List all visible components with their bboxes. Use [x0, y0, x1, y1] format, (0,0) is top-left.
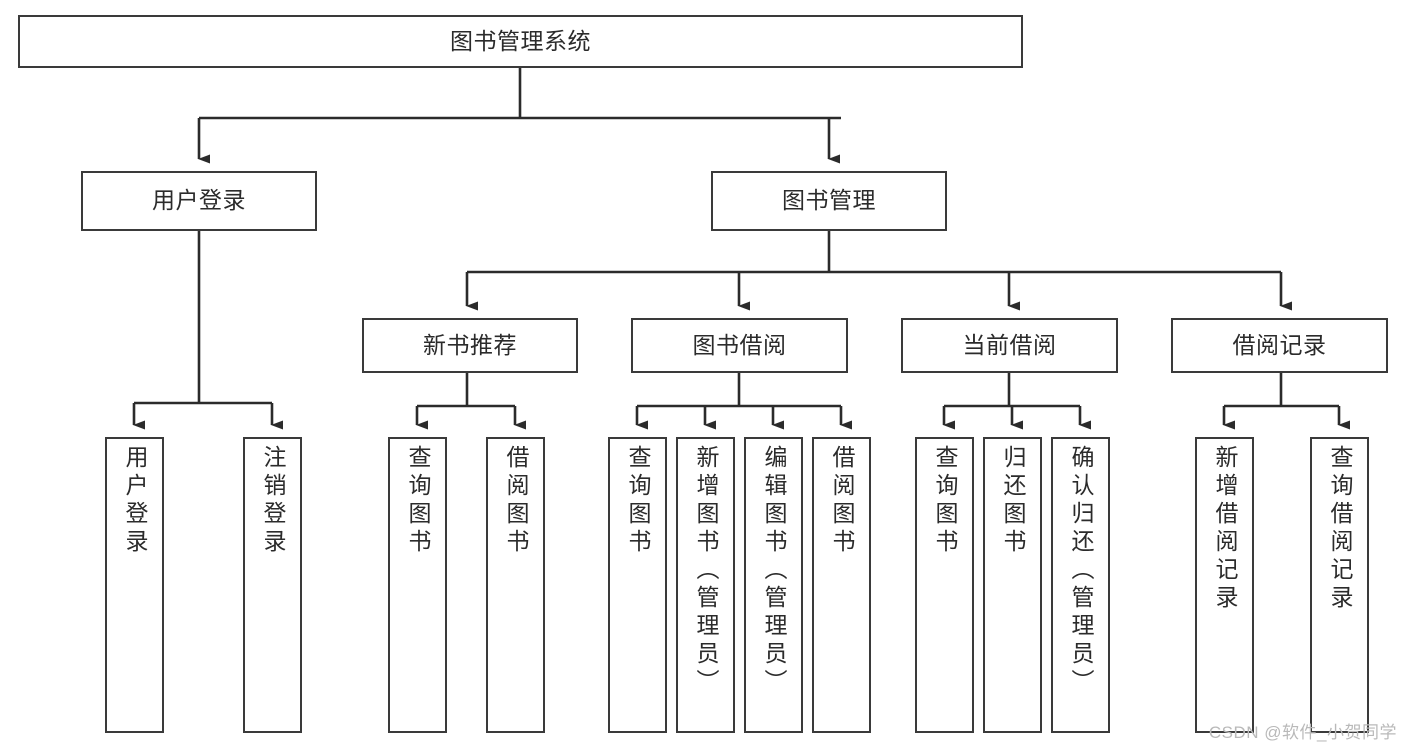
node-leaf-book-borrow-4[interactable]: 借阅图书 — [812, 437, 871, 733]
node-book-borrow[interactable]: 图书借阅 — [631, 318, 848, 373]
node-book-borrow-label: 图书借阅 — [692, 331, 787, 358]
node-leaf-new-book-1-label: 查询图书 — [405, 445, 431, 557]
node-user-login-label: 用户登录 — [152, 187, 246, 214]
node-user-login[interactable]: 用户登录 — [81, 171, 317, 231]
node-leaf-book-borrow-2-label: 新增图书（管理员） — [693, 445, 719, 697]
node-leaf-current-borrow-2-label: 归还图书 — [1000, 445, 1026, 557]
node-leaf-borrow-record-1-label: 新增借阅记录 — [1212, 445, 1238, 613]
node-borrow-record[interactable]: 借阅记录 — [1171, 318, 1388, 373]
node-leaf-book-borrow-4-label: 借阅图书 — [829, 445, 855, 557]
node-leaf-book-borrow-2[interactable]: 新增图书（管理员） — [676, 437, 735, 733]
node-leaf-book-borrow-3-label: 编辑图书（管理员） — [761, 445, 787, 697]
node-book-manage-label: 图书管理 — [782, 187, 876, 214]
node-leaf-new-book-1[interactable]: 查询图书 — [388, 437, 447, 733]
node-root-system-label: 图书管理系统 — [450, 27, 591, 54]
node-leaf-current-borrow-2[interactable]: 归还图书 — [983, 437, 1042, 733]
node-leaf-book-borrow-1-label: 查询图书 — [625, 445, 651, 557]
node-leaf-user-login-1[interactable]: 用户登录 — [105, 437, 164, 733]
csdn-watermark: CSDN @软件_小贺同学 — [1208, 723, 1397, 742]
node-leaf-current-borrow-1-label: 查询图书 — [932, 445, 958, 557]
node-leaf-user-login-2-label: 注销登录 — [260, 445, 286, 557]
node-current-borrow[interactable]: 当前借阅 — [901, 318, 1118, 373]
node-book-manage[interactable]: 图书管理 — [711, 171, 947, 231]
node-leaf-book-borrow-1[interactable]: 查询图书 — [608, 437, 667, 733]
node-leaf-current-borrow-3[interactable]: 确认归还（管理员） — [1051, 437, 1110, 733]
node-leaf-new-book-2[interactable]: 借阅图书 — [486, 437, 545, 733]
node-leaf-borrow-record-1[interactable]: 新增借阅记录 — [1195, 437, 1254, 733]
node-leaf-user-login-1-label: 用户登录 — [122, 445, 148, 557]
node-current-borrow-label: 当前借阅 — [962, 331, 1057, 358]
node-leaf-current-borrow-1[interactable]: 查询图书 — [915, 437, 974, 733]
node-leaf-borrow-record-2[interactable]: 查询借阅记录 — [1310, 437, 1369, 733]
node-new-book-recommend-label: 新书推荐 — [423, 331, 517, 358]
node-root-system[interactable]: 图书管理系统 — [18, 15, 1023, 68]
node-borrow-record-label: 借阅记录 — [1232, 331, 1327, 358]
node-leaf-book-borrow-3[interactable]: 编辑图书（管理员） — [744, 437, 803, 733]
node-leaf-new-book-2-label: 借阅图书 — [503, 445, 529, 557]
node-leaf-current-borrow-3-label: 确认归还（管理员） — [1068, 445, 1094, 697]
node-new-book-recommend[interactable]: 新书推荐 — [362, 318, 578, 373]
node-leaf-user-login-2[interactable]: 注销登录 — [243, 437, 302, 733]
node-leaf-borrow-record-2-label: 查询借阅记录 — [1327, 445, 1353, 613]
